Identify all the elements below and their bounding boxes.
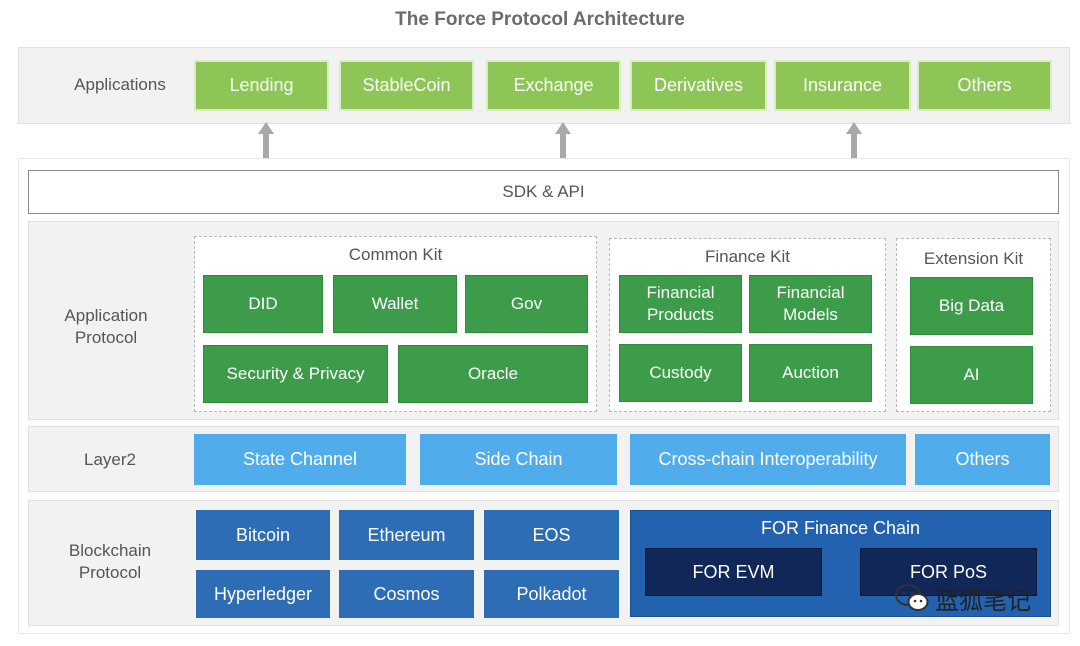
kit-custody: Custody: [619, 344, 742, 402]
app-insurance: Insurance: [774, 60, 911, 111]
layer2-others: Others: [915, 434, 1050, 485]
app-others: Others: [917, 60, 1052, 111]
layer2-label: Layer2: [84, 450, 136, 469]
for-pos: FOR PoS: [860, 548, 1037, 596]
kit-financial-products: Financial Products: [619, 275, 742, 333]
kit-financial-models: Financial Models: [749, 275, 872, 333]
chain-ethereum: Ethereum: [339, 510, 474, 560]
kit-auction: Auction: [749, 344, 872, 402]
sdk-api-bar: SDK & API: [28, 170, 1059, 214]
app-stablecoin: StableCoin: [339, 60, 474, 111]
chain-bitcoin: Bitcoin: [196, 510, 330, 560]
watermark-text: 蓝狐笔记: [935, 587, 1031, 615]
kit-did: DID: [203, 275, 323, 333]
chain-eos: EOS: [484, 510, 619, 560]
finance-kit-title: Finance Kit: [704, 247, 791, 266]
watermark: 蓝狐笔记: [895, 578, 1070, 618]
for-evm: FOR EVM: [645, 548, 822, 596]
layer2-state-channel: State Channel: [194, 434, 406, 485]
chain-hyperledger: Hyperledger: [196, 570, 330, 618]
kit-gov: Gov: [465, 275, 588, 333]
kit-oracle: Oracle: [398, 345, 588, 403]
blockchain-protocol-label: Blockchain Protocol: [68, 541, 152, 582]
up-arrow-icon: [846, 122, 862, 158]
chain-polkadot: Polkadot: [484, 570, 619, 618]
up-arrow-icon: [258, 122, 274, 158]
up-arrow-icon: [555, 122, 571, 158]
app-derivatives: Derivatives: [630, 60, 767, 111]
layer2-side-chain: Side Chain: [420, 434, 617, 485]
app-lending: Lending: [194, 60, 329, 111]
for-finance-chain-title: FOR Finance Chain: [760, 517, 921, 538]
diagram-title: The Force Protocol Architecture: [395, 9, 685, 30]
common-kit-title: Common Kit: [348, 245, 443, 264]
kit-wallet: Wallet: [333, 275, 457, 333]
applications-label: Applications: [74, 75, 166, 94]
kit-ai: AI: [910, 346, 1033, 404]
application-protocol-label: Application Protocol: [64, 306, 148, 347]
extension-kit-title: Extension Kit: [923, 249, 1024, 268]
wechat-icon: [895, 584, 929, 611]
layer2-cross-chain: Cross-chain Interoperability: [630, 434, 906, 485]
kit-security-privacy: Security & Privacy: [203, 345, 388, 403]
app-exchange: Exchange: [486, 60, 621, 111]
kit-big-data: Big Data: [910, 277, 1033, 335]
chain-cosmos: Cosmos: [339, 570, 474, 618]
